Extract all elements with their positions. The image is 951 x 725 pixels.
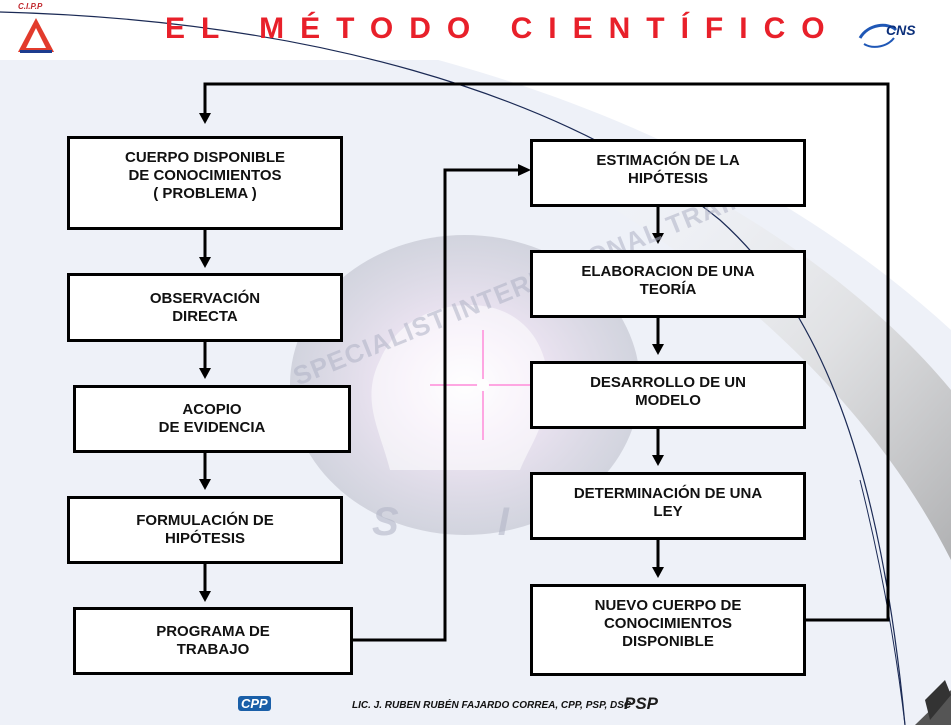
head-silhouette — [371, 305, 549, 470]
step-observacion: OBSERVACIÓN DIRECTA — [67, 273, 343, 342]
step-cuerpo-disponible: CUERPO DISPONIBLE DE CONOCIMIENTOS ( PRO… — [67, 136, 343, 230]
right-logo: CNS — [858, 16, 950, 56]
cpp-logo: CPP — [238, 696, 271, 711]
arrowheads — [199, 113, 664, 602]
author-credit: LIC. J. RUBEN RUBÉN FAJARDO CORREA, CPP,… — [352, 700, 632, 711]
left-logo: C.I.P.P — [8, 2, 63, 62]
cns-logo-text: CNS — [886, 22, 916, 38]
step-desarrollo: DESARROLLO DE UN MODELO — [530, 361, 806, 429]
cns-swoosh-icon — [858, 23, 898, 48]
step-estimacion: ESTIMACIÓN DE LA HIPÓTESIS — [530, 139, 806, 207]
left-logo-caption: C.I.P.P — [18, 2, 43, 11]
step-determinacion: DETERMINACIÓN DE UNA LEY — [530, 472, 806, 540]
arc-line-outer — [859, 479, 906, 725]
step-programa: PROGRAMA DE TRABAJO — [73, 607, 353, 675]
triangle-logo-icon — [18, 18, 54, 53]
sparkle — [430, 330, 536, 440]
step-formulacion: FORMULACIÓN DE HIPÓTESIS — [67, 496, 343, 564]
corner-shape-2 — [925, 680, 951, 720]
step-nuevo-cuerpo: NUEVO CUERPO DE CONOCIMIENTOS DISPONIBLE — [530, 584, 806, 676]
psp-logo: PSP — [624, 694, 659, 713]
step-elaboracion: ELABORACION DE UNA TEORÍA — [530, 250, 806, 318]
page-title: EL MÉTODO CIENTÍFICO — [165, 12, 841, 45]
connectors — [203, 82, 890, 642]
step-acopio: ACOPIO DE EVIDENCIA — [73, 385, 351, 453]
